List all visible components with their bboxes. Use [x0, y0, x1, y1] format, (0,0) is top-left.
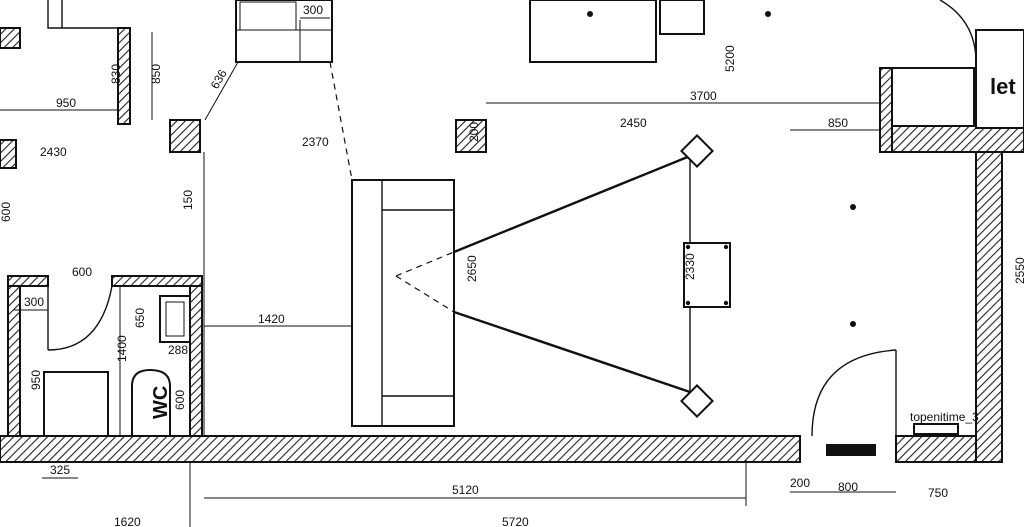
bath-door-arc: [47, 285, 113, 351]
dim-950-small: 950: [29, 370, 43, 390]
dim-150: 150: [181, 190, 195, 210]
dim-2550-edge: 2550: [1013, 257, 1024, 284]
dim-5720: 5720: [502, 515, 529, 527]
listening-dash-bottom: [395, 275, 455, 313]
dim-2370: 2370: [302, 135, 329, 149]
top-table: [529, 0, 657, 63]
dim-2450: 2450: [620, 116, 647, 130]
dim-300-top: 300: [303, 3, 323, 17]
dim-750: 750: [928, 486, 948, 500]
dim-1400: 1400: [115, 335, 129, 362]
wall-right-vertical: [975, 149, 1003, 463]
washing-machine: [43, 371, 109, 437]
dim-850-right: 850: [828, 116, 848, 130]
listening-line-top: [453, 154, 691, 254]
toilet: [131, 368, 171, 437]
dim-2430: 2430: [40, 145, 67, 159]
room-labels: WC let topenitime_3: [150, 74, 1016, 424]
furniture: [43, 0, 1024, 456]
dim-1420: 1420: [258, 312, 285, 326]
walls: [0, 0, 1024, 463]
dim-600-left-edge: 600: [0, 202, 13, 222]
wall-right-column: [879, 67, 893, 153]
bath-sink: [159, 295, 191, 343]
dimension-labels: 300 636 850 830 950 5200 3700 2450 850 2…: [0, 3, 1024, 527]
dim-1620: 1620: [114, 515, 141, 527]
wall-bathroom-top-left: [7, 275, 49, 287]
wall-bottom: [0, 435, 801, 463]
dim-830: 830: [109, 64, 123, 84]
top-right-arc: [939, 0, 977, 61]
wall-left-stub: [0, 139, 17, 169]
radiator-right: [913, 423, 959, 435]
pillar-middle: [455, 119, 487, 153]
wc-label: WC: [150, 386, 172, 419]
dim-850-left: 850: [149, 64, 163, 84]
dim-200-vertical: 200: [467, 122, 481, 142]
wall-top-right: [879, 125, 1024, 153]
wall-bathroom-top-right: [111, 275, 203, 287]
top-cabinet: [235, 0, 333, 63]
dim-325: 325: [50, 463, 70, 477]
right-cabinet: [891, 67, 975, 127]
dim-600-wc: 600: [173, 390, 187, 410]
dimension-lines: [0, 17, 896, 527]
speaker-top: [680, 134, 714, 168]
pillar-left: [169, 119, 201, 153]
door-threshold: [826, 444, 876, 456]
wall-bathroom-partition: [189, 276, 203, 438]
dim-3700: 3700: [690, 89, 717, 103]
wall-left-vertical: [7, 277, 21, 439]
dim-2330: 2330: [683, 253, 697, 280]
listening-line-bottom: [453, 310, 691, 394]
dim-650-small: 650: [133, 308, 147, 328]
tv-stand: [683, 242, 731, 308]
wall-top-left-outline: [47, 0, 130, 29]
bath-sink-inner: [165, 301, 185, 337]
dim-5200: 5200: [723, 45, 737, 72]
top-right-box: [975, 29, 1024, 129]
dim-600-bath-top: 600: [72, 265, 92, 279]
speaker-bottom: [680, 384, 714, 418]
right-door-arc: [811, 349, 897, 437]
sofa: [351, 179, 455, 427]
dim-300-bath: 300: [24, 295, 44, 309]
dim-636: 636: [208, 67, 230, 92]
wall-top-left-stub: [0, 27, 21, 49]
dim-2650: 2650: [465, 255, 479, 282]
dim-288-small: 288: [168, 343, 188, 357]
dim-200-bottom: 200: [790, 476, 810, 490]
dim-800-bottom: 800: [838, 480, 858, 494]
radiator-label: topenitime_3: [910, 410, 979, 424]
dim-5120: 5120: [452, 483, 479, 497]
room-label-partial: let: [990, 74, 1016, 99]
top-chair: [659, 0, 705, 35]
dim-950: 950: [56, 96, 76, 110]
